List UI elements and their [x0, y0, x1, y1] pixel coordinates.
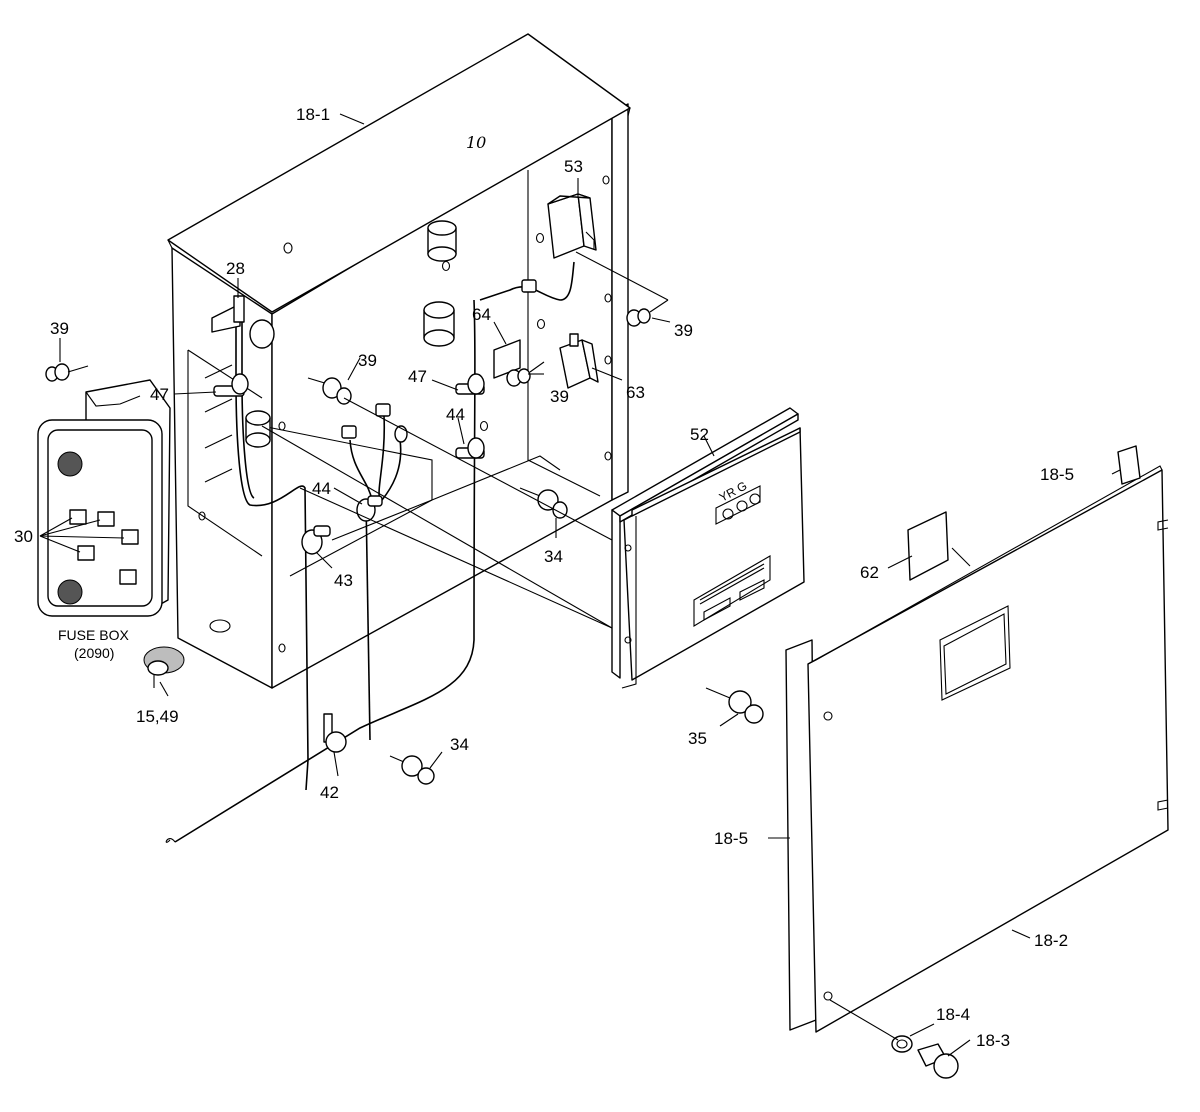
label-18-5-left: 18-5 — [714, 829, 748, 848]
relay-socket-1 — [69, 509, 87, 525]
label-18-2: 18-2 — [1034, 931, 1068, 950]
fuse-box-knob-bottom — [57, 579, 83, 605]
fuse-box — [37, 379, 171, 617]
bolt-34-lower — [389, 755, 435, 785]
label-39-left: 39 — [50, 319, 69, 338]
fuse-box-title: FUSE BOX — [58, 627, 129, 643]
label-18-1: 18-1 — [296, 105, 330, 124]
bolt-18-3 — [917, 1043, 959, 1079]
fuse-box-knob-top — [57, 451, 83, 477]
label-35: 35 — [688, 729, 707, 748]
clamp-44-right — [455, 437, 485, 459]
controller-unit-52 — [611, 407, 805, 689]
relay-socket-5 — [119, 569, 137, 585]
electrical-box-housing — [167, 33, 631, 689]
connector-middle — [375, 403, 391, 417]
connector-left — [341, 425, 357, 439]
bolt-35 — [705, 687, 764, 724]
relay-socket-3 — [121, 529, 139, 545]
bolt-39-center — [307, 377, 352, 405]
label-42: 42 — [320, 783, 339, 802]
clamp-42 — [323, 713, 347, 753]
clamp-47-right — [455, 373, 485, 395]
relay-socket-4 — [77, 545, 95, 561]
spacer-cylinder-lower — [245, 410, 271, 448]
wiring-harness — [165, 261, 575, 843]
relay-53 — [547, 193, 597, 259]
bolt-39-left — [45, 363, 89, 382]
label-63: 63 — [626, 383, 645, 402]
relay-socket-2 — [97, 511, 115, 527]
label-28: 28 — [226, 259, 245, 278]
label-47-left: 47 — [150, 385, 169, 404]
label-34-upper: 34 — [544, 547, 563, 566]
label-10: 10 — [466, 133, 486, 152]
leader-lines — [59, 113, 1121, 1057]
label-18-3: 18-3 — [976, 1031, 1010, 1050]
gasket-18-5-top — [1117, 445, 1141, 485]
label-plate-64 — [493, 339, 521, 379]
bolt-39-right-upper — [626, 299, 669, 327]
label-39-right-middle: 39 — [550, 387, 569, 406]
label-47-right: 47 — [408, 367, 427, 386]
label-15-49: 15,49 — [136, 707, 179, 726]
label-64: 64 — [472, 305, 491, 324]
label-62: 62 — [860, 563, 879, 582]
label-44-right: 44 — [446, 405, 465, 424]
label-18-4: 18-4 — [936, 1005, 970, 1024]
bracket-28 — [211, 295, 245, 333]
clamp-47-left — [213, 373, 249, 397]
label-39-center: 39 — [358, 351, 377, 370]
spacer-cylinder-middle — [423, 301, 455, 347]
label-34-lower: 34 — [450, 735, 469, 754]
label-30: 30 — [14, 527, 33, 546]
spacer-cylinder-side — [249, 319, 275, 349]
clamp-43 — [301, 525, 331, 555]
cover-panel-18-2 — [807, 465, 1169, 1033]
label-39-right-upper: 39 — [674, 321, 693, 340]
bolt-39-right-middle — [506, 361, 545, 387]
label-44-center: 44 — [312, 479, 331, 498]
label-52: 52 — [690, 425, 709, 444]
grommet-15-49 — [143, 646, 185, 688]
connector-relay — [521, 279, 537, 293]
spacer-cylinder-upper — [427, 220, 457, 262]
label-62 — [907, 511, 949, 581]
fuse-box-code: (2090) — [74, 645, 114, 661]
label-43: 43 — [334, 571, 353, 590]
label-53: 53 — [564, 157, 583, 176]
label-18-5-top: 18-5 — [1040, 465, 1074, 484]
part-labels: 18-1 10 53 28 39 39 39 39 64 47 47 44 44… — [14, 105, 1074, 1050]
relay-63 — [559, 333, 599, 389]
